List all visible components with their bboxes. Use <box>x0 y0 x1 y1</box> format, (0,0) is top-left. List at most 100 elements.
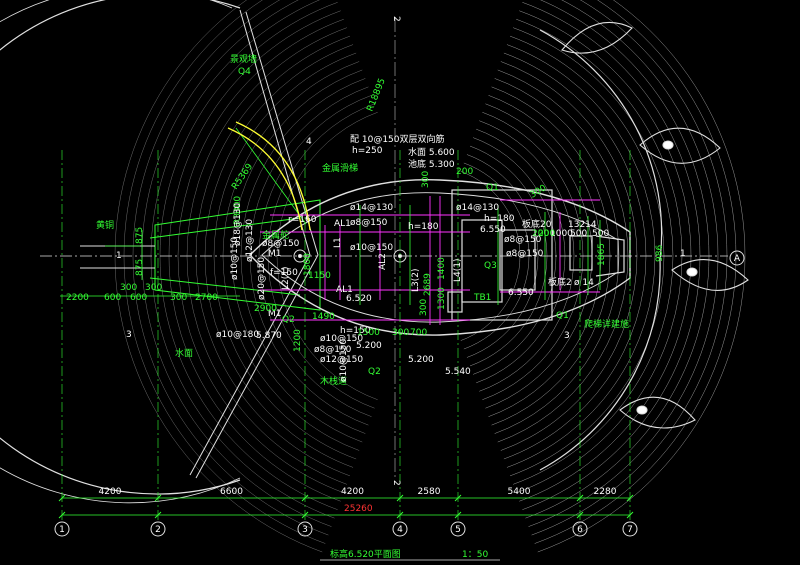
dim-1300: 1300 <box>437 287 447 310</box>
ph14-label: ø 14 <box>574 278 594 288</box>
dim-1000: 1000 <box>550 229 573 239</box>
section-mark-top: 2 <box>391 16 401 22</box>
bottom-dim-label: 2280 <box>594 487 617 497</box>
grid-axis-bubble <box>392 521 408 537</box>
dim-1500: 1500 <box>357 328 380 338</box>
landscape-wall-label: 景观墙 <box>230 53 257 65</box>
grid-axis-label: 2 <box>155 525 161 535</box>
axis-side-left: 1 <box>116 251 122 261</box>
bottom-dim-label: 4200 <box>341 487 364 497</box>
dim-300b: 300 <box>145 283 162 293</box>
elev-6520: 6.520 <box>346 294 372 304</box>
grid-axis-bubble <box>572 521 588 537</box>
dim-200: 200 <box>456 167 473 177</box>
dim-2900: 2900 <box>254 304 277 314</box>
dim-300c: 300 <box>170 293 187 303</box>
ring-arc <box>525 0 710 519</box>
grid-axis-bubble <box>622 521 638 537</box>
rebar-18130: ø18@130 <box>233 203 243 246</box>
ring-arc <box>494 78 620 434</box>
m1b-label: M1 <box>268 309 282 319</box>
dim-600a: 600 <box>104 293 121 303</box>
ring-arc <box>528 0 719 527</box>
h250-label: h=250 <box>352 146 383 156</box>
rebar-8150b: ø8@150 <box>262 239 300 249</box>
metal-slide-label: 金属滑梯 <box>322 162 358 174</box>
sector-lines <box>189 9 319 479</box>
bottom-dim-label: 2580 <box>418 487 441 497</box>
dim-1400: 1400 <box>437 257 447 280</box>
al1-label: AL1 <box>334 219 351 229</box>
axis-a-bubble: A <box>729 250 745 266</box>
dim-1200: 1200 <box>293 329 303 352</box>
grid-axis-bubble <box>54 521 70 537</box>
dim-875a: 875 <box>135 227 145 244</box>
grid-axis-label: 5 <box>455 525 461 535</box>
green-dim-lines <box>60 127 601 305</box>
grid-axis-bubble <box>297 521 313 537</box>
tb1-label: TB1 <box>473 293 491 303</box>
dim-300f: 300 <box>419 299 429 316</box>
q2b-label: Q2 <box>368 367 381 377</box>
dim-2689: 2689 <box>423 273 433 296</box>
rebar-10150b: ø10@150 <box>350 243 393 253</box>
board-bottom2b-label: 板底2 <box>548 276 572 288</box>
h180b-label: h=180 <box>408 222 439 232</box>
al2-label: AL2 <box>378 253 388 270</box>
elev-6550b: 6.550 <box>508 288 534 298</box>
dim-200b: 200 <box>532 229 549 239</box>
elev-5870: 5.870 <box>256 331 282 341</box>
stair-detail-label: 爬梯详建施 <box>584 318 629 330</box>
rebar-14130: ø14@130 <box>350 203 393 213</box>
dim-500a: 500 <box>570 229 587 239</box>
f150-label: f=150 <box>270 268 298 278</box>
q4-label: Q4 <box>238 67 251 77</box>
section-mark-bottom: 2 <box>391 480 401 486</box>
dim-700: 700 <box>410 328 427 338</box>
h150-label: h=150 <box>340 326 371 336</box>
rebar-10150c: ø10@150 <box>230 237 240 280</box>
drawing-title: 标高6.520平面图 <box>330 548 401 560</box>
metal-slide <box>227 121 311 231</box>
l3-label: L3(2) <box>411 269 421 293</box>
metal-rudder-label: 金属舵 <box>262 229 289 241</box>
h180-label: h=180 <box>484 214 515 224</box>
dim-300a: 300 <box>120 283 137 293</box>
dim-986: 986 <box>655 245 665 262</box>
grid-axis-bubble <box>450 521 466 537</box>
dim-chain <box>62 497 630 516</box>
l1-label: L1 <box>333 237 343 248</box>
wood-walk-label: 木栈道 <box>320 375 347 387</box>
rebar-10150d: ø10@150 <box>339 339 349 382</box>
hull-rooms <box>447 189 625 321</box>
drawing-scale: 1：50 <box>462 550 488 560</box>
l4-label: L4(1) <box>453 259 463 283</box>
leaf-mid <box>639 127 721 164</box>
r18895-label: R18895 <box>366 77 388 113</box>
axis-side-right: 1 <box>680 249 686 259</box>
grid-axis-label: 6 <box>577 525 583 535</box>
rebar-12130: ø12@130 <box>245 219 255 262</box>
rebar-note-label: 配 10@150双层双向筋 <box>350 133 445 145</box>
r160-label: r=160 <box>288 215 317 225</box>
elev-5540: 5.540 <box>445 367 471 377</box>
dim-1800: 1800 <box>303 253 313 276</box>
r5369-label: R5369 <box>230 162 255 192</box>
rebar-8150d: ø8@150 <box>504 235 542 245</box>
bottom-dim-label: 5400 <box>508 487 531 497</box>
rebar-8150c: ø8@150 <box>314 345 352 355</box>
l2-label: L2(1) <box>281 267 291 291</box>
rebar-8150e: ø8@150 <box>506 249 544 259</box>
water-level-label: 水面 5.600 <box>408 146 455 158</box>
ring-arc-left <box>132 0 329 536</box>
axis-a-label: A <box>734 254 741 264</box>
ring-arc <box>466 154 539 358</box>
dim-300d: 300 <box>392 328 409 338</box>
leaf-bottom <box>619 396 696 429</box>
dim-300e: 300 <box>421 171 431 188</box>
section-mark-left: 3 <box>126 330 132 340</box>
m1-label: M1 <box>268 249 282 259</box>
section-mark-right: 3 <box>564 331 570 341</box>
grid-axis-bubble <box>150 521 166 537</box>
